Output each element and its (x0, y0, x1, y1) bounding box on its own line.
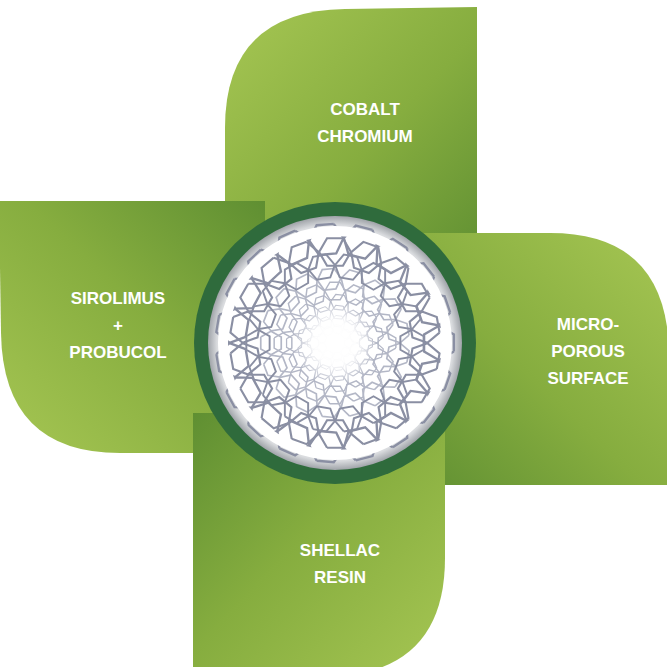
lattice-edge-fade (223, 231, 447, 455)
leaf-label: COBALT CHROMIUM (317, 96, 412, 150)
center-glow (275, 283, 395, 403)
stent-lattice (216, 224, 454, 462)
inner-disc (222, 230, 448, 456)
silver-ring (208, 216, 462, 470)
outer-ring (194, 202, 476, 484)
leaf-label: SIROLIMUS + PROBUCOL (69, 285, 166, 366)
leaf-label: SHELLAC RESIN (300, 537, 380, 591)
leaf-label: MICRO- POROUS SURFACE (547, 311, 628, 392)
